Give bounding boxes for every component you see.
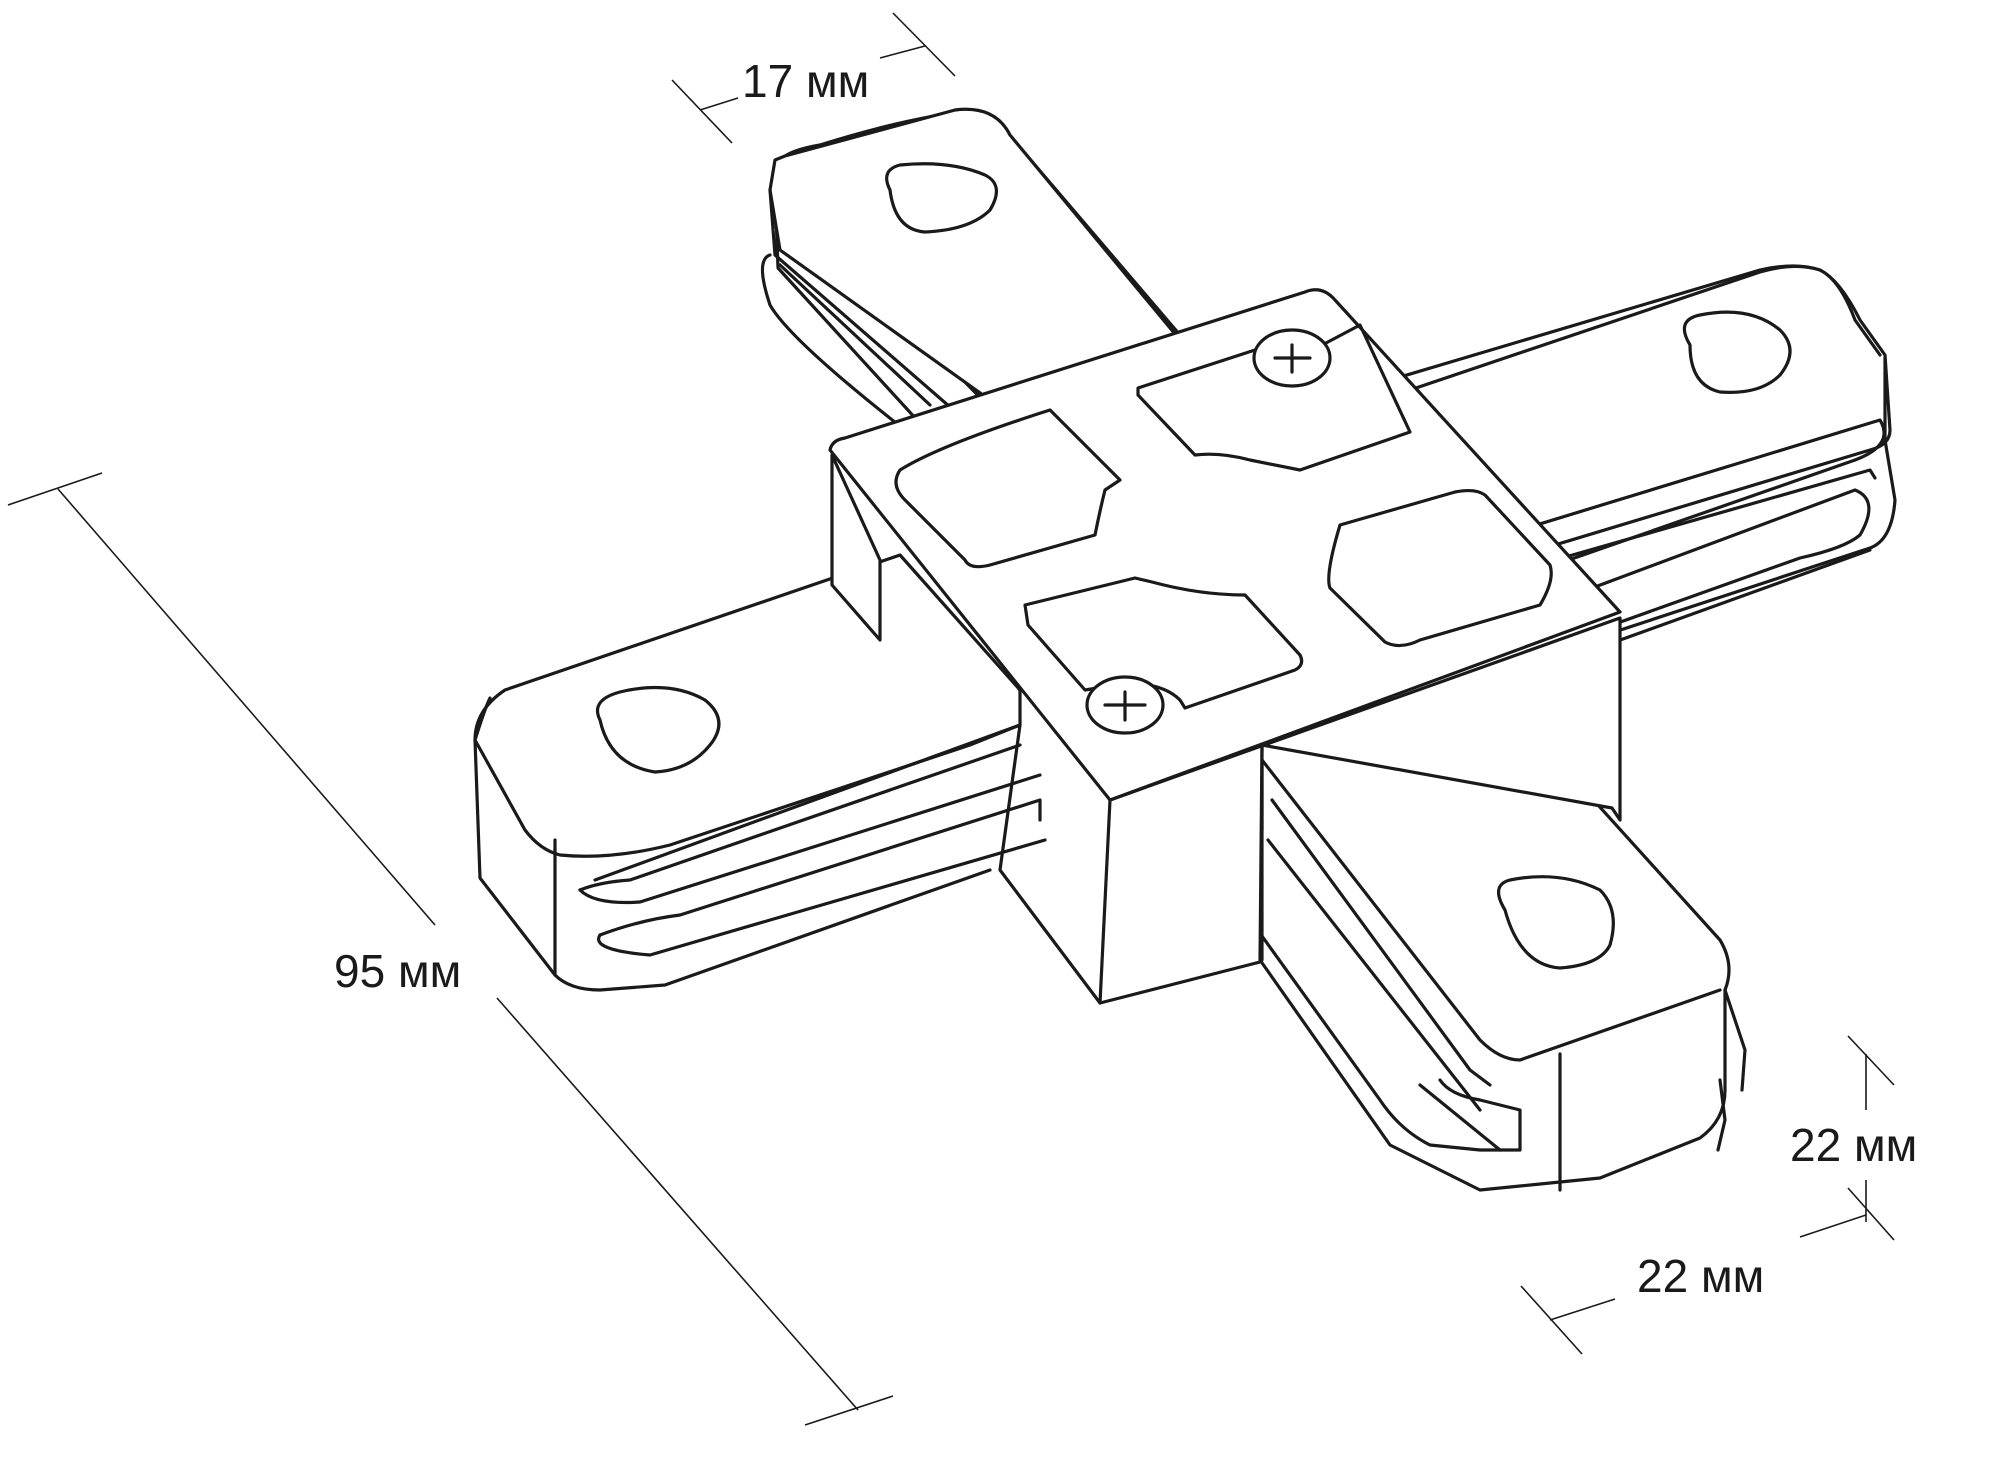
dim-17-line-left — [699, 97, 739, 111]
dimension-label-95mm: 95 мм — [334, 945, 462, 997]
screw-top — [1252, 328, 1332, 388]
arm-left — [473, 553, 1047, 992]
dimension-label-17mm: 17 мм — [742, 55, 870, 107]
dimension-label-22mm-height: 22 мм — [1790, 1119, 1918, 1171]
dim-17-line-right — [879, 45, 926, 59]
center-block — [828, 288, 1622, 1005]
dimension-label-22mm-depth: 22 мм — [1637, 1250, 1765, 1302]
dim-22d-line-right — [1799, 1214, 1867, 1238]
dim-95-extension-bottom — [804, 1395, 894, 1426]
arm-right — [1388, 264, 1897, 650]
dim-95-extension-top — [7, 472, 103, 506]
dim-95-line-lower — [496, 997, 859, 1411]
dim-17-extension-right — [892, 12, 956, 77]
mount-hole-left — [595, 685, 721, 774]
screw-bottom — [1085, 675, 1165, 735]
dimension-lines — [7, 12, 1895, 1426]
mount-hole-front — [1497, 875, 1615, 970]
pocket-bottom-right — [1327, 488, 1553, 648]
mount-hole-right — [1682, 310, 1792, 394]
dim-95-line-upper — [57, 488, 436, 926]
dim-22h-extension-top — [1847, 1035, 1895, 1086]
mount-hole-back — [885, 162, 998, 234]
pocket-top-left — [894, 408, 1122, 569]
arm-front — [1198, 678, 1747, 1192]
dim-22h-extension-bottom — [1847, 1187, 1895, 1241]
dim-22d-line-left — [1549, 1298, 1616, 1321]
dim-17-extension-left — [671, 79, 733, 144]
